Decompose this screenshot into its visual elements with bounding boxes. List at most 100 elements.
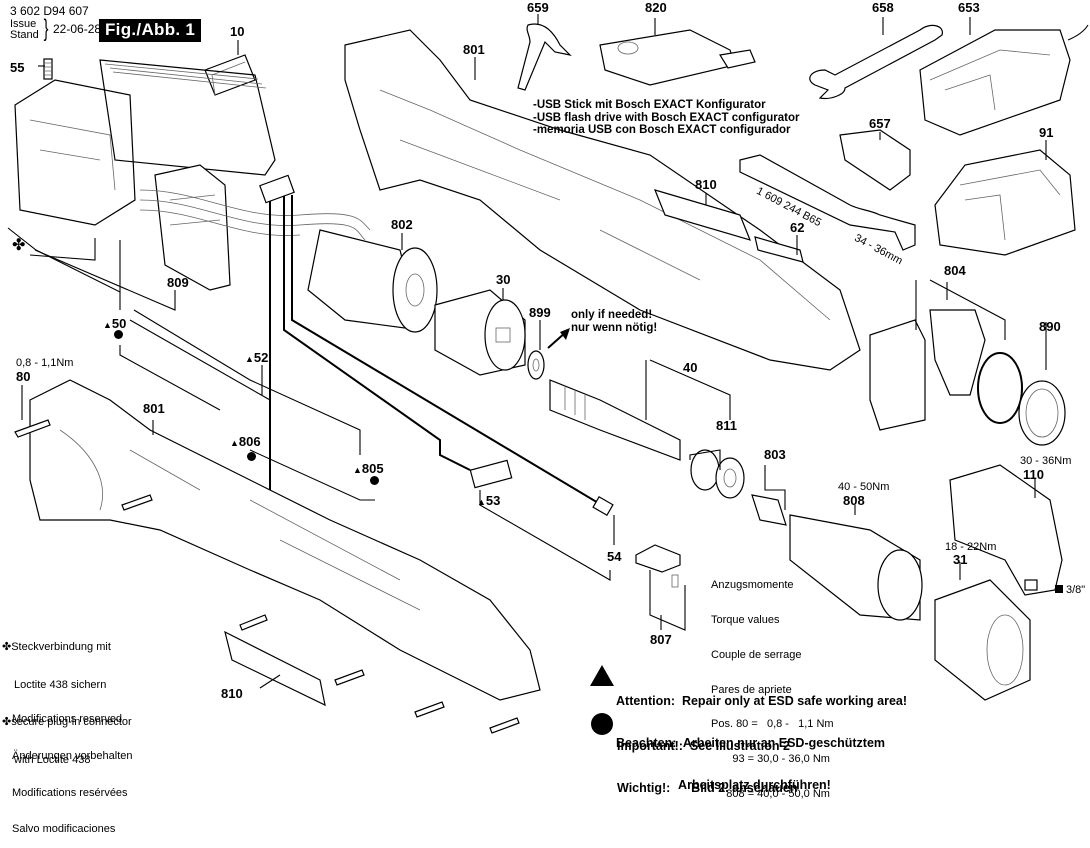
- part-802-motor-drawing: [307, 229, 438, 333]
- torque-label-31: 18 - 22Nm: [945, 541, 997, 553]
- callout-53[interactable]: ▲53: [477, 493, 501, 508]
- esd-triangle-icon: ▲: [230, 438, 239, 448]
- part-53-connector-drawing: [469, 459, 513, 489]
- callout-805[interactable]: ▲805: [353, 461, 384, 476]
- part-801-housing-half-drawing: [344, 29, 861, 371]
- callout-807[interactable]: 807: [650, 632, 672, 647]
- square-drive-label: 3/8": [1055, 584, 1085, 596]
- wire-harness-drawing: [139, 174, 614, 530]
- callout-55[interactable]: 55: [10, 60, 25, 75]
- callout-657[interactable]: 657: [869, 116, 891, 131]
- part-10-cover-drawing: [204, 54, 256, 96]
- callout-52[interactable]: ▲52: [245, 350, 269, 365]
- callout-802[interactable]: 802: [391, 217, 413, 232]
- part-62-plate-drawing: [754, 236, 804, 263]
- callout-810-top[interactable]: 810: [695, 177, 717, 192]
- callout-40[interactable]: 40: [683, 360, 698, 375]
- important-circle-icon: [591, 713, 613, 735]
- square-drive-icon: [1055, 585, 1063, 593]
- torque-title-fr: Couple de serrage: [711, 648, 802, 661]
- torque-label-808: 40 - 50Nm: [838, 481, 890, 493]
- part-810-label-strip-top-drawing: [653, 189, 752, 241]
- modifications-reserved: Modifications reserved Änderungen vorbeh…: [12, 689, 132, 848]
- modifications-fr: Modifications resérvées: [12, 786, 128, 799]
- part-807-button-drawing: [635, 544, 681, 588]
- exploded-view-drawing: [7, 14, 1089, 734]
- esd-attention-triangle-icon: [590, 665, 614, 686]
- only-if-needed-de: nur wenn nötig!: [571, 322, 658, 334]
- callout-811[interactable]: 811: [716, 418, 737, 433]
- part-810-label-strip-bottom-drawing: [224, 630, 326, 707]
- callout-808[interactable]: 808: [843, 493, 865, 508]
- usb-stick-note: -USB Stick mit Bosch EXACT Konfigurator …: [533, 99, 799, 137]
- part-31-socket-drawing: [934, 579, 1031, 701]
- callout-110[interactable]: 110: [1023, 467, 1044, 482]
- screws-drawing: [14, 419, 520, 734]
- torque-title-en: Torque values: [711, 613, 780, 626]
- callout-30[interactable]: 30: [496, 272, 511, 287]
- callout-801-left[interactable]: 801: [143, 401, 165, 416]
- callout-658[interactable]: 658: [872, 0, 894, 15]
- loctite-clover-icon: ✤: [2, 641, 12, 653]
- loctite-note-de: ✤Steckverbindung mit: [2, 641, 111, 653]
- modifications-de: Änderungen vorbehalten: [12, 750, 133, 763]
- torque-title-de: Anzugsmomente: [711, 579, 794, 592]
- callout-80[interactable]: 80: [16, 369, 31, 384]
- callout-91[interactable]: 91: [1039, 125, 1054, 140]
- part-653-charger-drawing: [919, 24, 1089, 136]
- part-809-switch-drawing: [154, 164, 231, 291]
- figure-label: Fig./Abb. 1: [99, 19, 202, 42]
- torque-label-80: 0,8 - 1,1Nm: [16, 357, 74, 369]
- important-circle-icon-50: [114, 330, 123, 339]
- leader-lines: [7, 14, 1047, 689]
- callout-659[interactable]: 659: [527, 0, 549, 15]
- callout-50[interactable]: ▲50: [103, 316, 127, 331]
- esd-triangle-icon: ▲: [353, 465, 362, 475]
- part-657-t-key-drawing: [839, 129, 911, 191]
- modifications-en: Modifications reserved: [12, 713, 123, 726]
- part-659-clip-drawing: [517, 23, 572, 91]
- loctite-clover-icon: ✤: [2, 716, 12, 728]
- torque-label-110: 30 - 36Nm: [1020, 455, 1072, 467]
- callout-804[interactable]: 804: [944, 263, 966, 278]
- callout-890[interactable]: 890: [1039, 319, 1061, 334]
- document-number: 3 602 D94 607: [10, 4, 89, 18]
- important-circle-icon-805: [370, 476, 379, 485]
- brace-glyph: }: [43, 15, 49, 42]
- usb-note-es: -memoria USB con Bosch EXACT configurado…: [533, 124, 791, 136]
- part-808-drawing: [789, 514, 923, 621]
- arrow-head: [560, 328, 570, 340]
- callout-899[interactable]: 899: [529, 305, 551, 320]
- part-30-gearbox-drawing: [434, 289, 526, 376]
- part-811-rings-drawing: [690, 449, 745, 499]
- part-91-battery-drawing: [934, 149, 1076, 256]
- important-note: Important!: See Illustration 2 Wichtig!:…: [617, 711, 797, 809]
- callout-54[interactable]: 54: [607, 549, 622, 564]
- part-820-usb-stick-drawing: [599, 29, 756, 86]
- loctite-clover-icon: ✤: [12, 237, 26, 254]
- important-circle-icon-806: [247, 452, 256, 461]
- callout-806[interactable]: ▲806: [230, 434, 261, 449]
- callout-62[interactable]: 62: [790, 220, 805, 235]
- only-if-needed-en: only if needed!: [571, 309, 653, 321]
- callout-820[interactable]: 820: [645, 0, 667, 15]
- issue-date: 22-06-28: [53, 22, 102, 36]
- stand-label: Stand: [10, 29, 39, 41]
- esd-triangle-icon: ▲: [103, 320, 112, 330]
- part-890-seal-ring-drawing: [1018, 380, 1066, 446]
- torque-title-es: Pares de apriete: [711, 683, 792, 696]
- loctite-note-en: ✤secure plug-in connector: [2, 716, 132, 728]
- important-line-en: Important!: See Illustration 2: [617, 739, 790, 753]
- callout-10[interactable]: 10: [230, 24, 245, 39]
- important-line-de: Wichtig!: Bild 2. anschauen: [617, 781, 798, 795]
- callout-653[interactable]: 653: [958, 0, 980, 15]
- part-899-washer-drawing: [527, 350, 545, 380]
- part-801-left-housing-drawing: [29, 379, 541, 701]
- callout-801-top[interactable]: 801: [463, 42, 485, 57]
- part-803-drawing: [751, 494, 787, 526]
- attention-line-en: Attention: Repair only at ESD safe worki…: [616, 694, 908, 708]
- callout-810-bottom[interactable]: 810: [221, 686, 243, 701]
- callout-809[interactable]: 809: [167, 275, 189, 290]
- callout-803[interactable]: 803: [764, 447, 786, 462]
- callout-31[interactable]: 31: [953, 552, 968, 567]
